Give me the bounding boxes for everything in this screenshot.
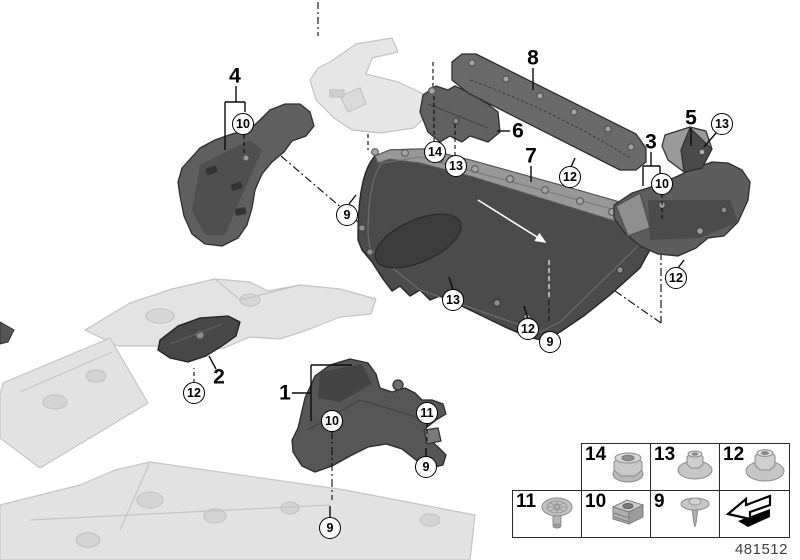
fastener-callout-13-center-top[interactable]: 13 (445, 155, 467, 177)
push-rivet-icon (672, 492, 718, 537)
part-4-shape[interactable] (177, 103, 315, 247)
part-label-2[interactable]: 2 (213, 365, 225, 389)
cage-nut-clip-icon (603, 492, 649, 537)
washer-hex-nut-large-icon (742, 445, 788, 490)
legend-cell-9: 9 (650, 490, 720, 538)
direction-reference-arrow (477, 199, 550, 321)
fastener-callout-9-panel-bottom[interactable]: 9 (539, 331, 561, 353)
fastener-callout-12-part3[interactable]: 12 (665, 267, 687, 289)
ghost-part-upper (309, 37, 431, 134)
part-5-shape[interactable] (661, 126, 713, 173)
legend-num-13: 13 (654, 444, 676, 465)
fastener-callout-10-part3[interactable]: 10 (651, 173, 673, 195)
part-label-4[interactable]: 4 (229, 64, 241, 88)
fastener-callout-11-part1[interactable]: 11 (416, 402, 438, 424)
fastener-callout-12-part2[interactable]: 12 (183, 382, 205, 404)
fastener-callout-14-center[interactable]: 14 (424, 141, 446, 163)
drawing-number: 481512 (734, 541, 788, 558)
part-7-shape[interactable] (357, 148, 659, 342)
ghost-part-mid (84, 278, 377, 353)
part-6-shape[interactable] (419, 85, 501, 143)
callout-leader-lines (193, 68, 717, 518)
expanding-rivet-icon (534, 492, 580, 537)
ghost-fragment-left-edge (0, 321, 15, 345)
fastener-callout-10-part4[interactable]: 10 (232, 113, 254, 135)
legend-cell-13: 13 (650, 443, 720, 491)
fastener-callout-12-part8[interactable]: 12 (559, 166, 581, 188)
part-label-3[interactable]: 3 (645, 130, 657, 154)
legend-num-12: 12 (723, 444, 745, 465)
legend-num-9: 9 (654, 491, 665, 512)
legend-cell-10: 10 (581, 490, 651, 538)
fastener-callout-10-part1[interactable]: 10 (321, 410, 343, 432)
hex-flange-nut-icon (603, 445, 649, 490)
ghost-sill-panel-bottom (0, 461, 476, 560)
legend-num-10: 10 (585, 491, 607, 512)
part-label-8[interactable]: 8 (527, 46, 539, 70)
part-label-6[interactable]: 6 (512, 119, 524, 143)
direction-arrow-icon (724, 488, 784, 535)
fastener-callout-9-part1[interactable]: 9 (415, 456, 437, 478)
part-2-shape[interactable] (157, 315, 241, 363)
fastener-callout-9-panel-left[interactable]: 9 (336, 204, 358, 226)
fastener-callout-9-sill[interactable]: 9 (319, 517, 341, 539)
legend-cell-direction (719, 490, 790, 538)
fastener-callout-12-panel-bottom[interactable]: 12 (517, 318, 539, 340)
part-label-5[interactable]: 5 (685, 106, 697, 130)
legend-cell-14: 14 (581, 443, 651, 491)
legend-num-14: 14 (585, 444, 607, 465)
legend-cell-11: 11 (512, 490, 582, 538)
fastener-callout-13-panel-bottom[interactable]: 13 (442, 289, 464, 311)
part-3-shape[interactable] (613, 161, 751, 257)
part-label-7[interactable]: 7 (525, 144, 537, 168)
ghost-sill-panel-left (0, 337, 149, 469)
legend-cell-12: 12 (719, 443, 790, 491)
part-8-shape[interactable] (451, 53, 647, 171)
part-1-shape[interactable] (291, 358, 447, 473)
fastener-callout-13-part5[interactable]: 13 (711, 113, 733, 135)
washer-hex-nut-icon (672, 445, 718, 490)
legend-num-11: 11 (516, 491, 537, 512)
part-label-1[interactable]: 1 (279, 381, 291, 405)
